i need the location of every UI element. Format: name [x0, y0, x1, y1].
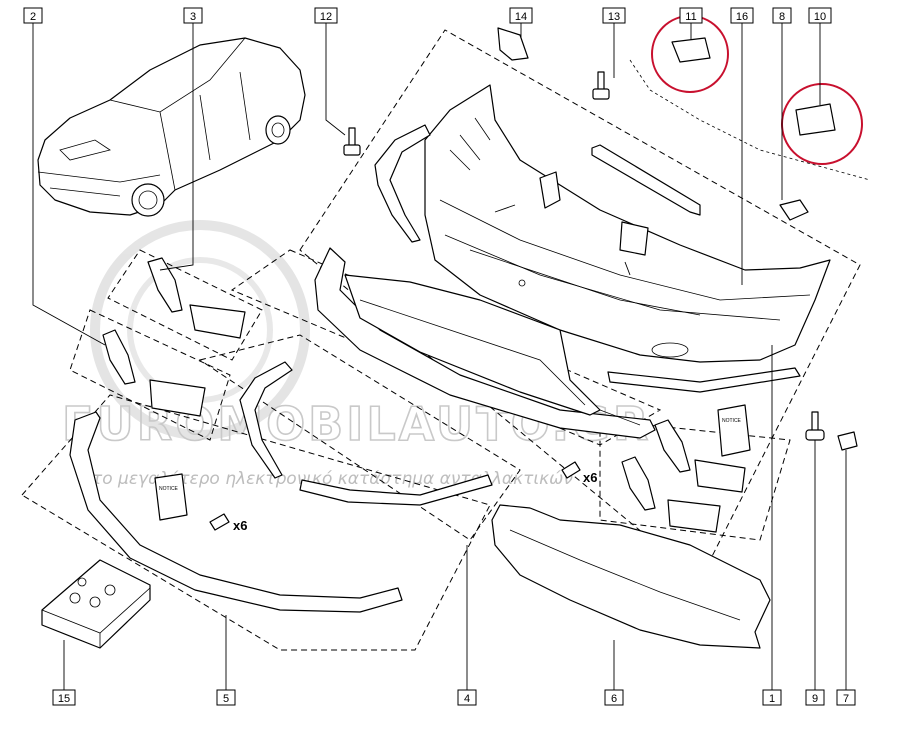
- notice-booklet-left: NOTICE: [154, 473, 188, 521]
- screw-set-x6-right: [561, 461, 581, 479]
- bolt-12: [343, 127, 361, 156]
- svg-text:1: 1: [769, 693, 775, 705]
- notice-booklet-right: NOTICE: [717, 404, 751, 457]
- grille-insert-lower: [102, 329, 136, 385]
- callout-4: 4: [457, 689, 477, 706]
- callout-2: 2: [23, 7, 43, 24]
- svg-text:4: 4: [464, 693, 470, 705]
- highlighted-clips: [629, 15, 871, 181]
- quantity-label-left: x6: [233, 518, 247, 533]
- quantity-label-right: x6: [583, 470, 597, 485]
- notice-label-left: NOTICE: [159, 486, 179, 492]
- svg-text:10: 10: [814, 11, 826, 23]
- air-deflector: [344, 274, 601, 416]
- side-air-strip: [239, 361, 293, 479]
- clip-7: [837, 431, 858, 451]
- outline-grille-right: [599, 419, 791, 541]
- bumper-lower-trim: [607, 367, 801, 393]
- fog-grilles-left: [102, 257, 246, 417]
- bumper-side-strip: [374, 124, 431, 243]
- svg-text:3: 3: [190, 11, 196, 23]
- callout-10: 10: [808, 7, 832, 24]
- svg-text:11: 11: [685, 11, 696, 23]
- outline-strip-group: [198, 334, 521, 541]
- callout-15: 15: [52, 689, 76, 706]
- part-11-clip: [651, 15, 729, 93]
- fasteners: [209, 71, 858, 531]
- callout-13: 13: [602, 7, 626, 24]
- notice-booklets: NOTICE NOTICE: [154, 404, 751, 521]
- outline-grille-upper-left: [107, 249, 263, 361]
- callout-12: 12: [314, 7, 338, 24]
- screw-9: [805, 411, 825, 441]
- grille-frame-upper: [189, 304, 246, 339]
- callout-14: 14: [509, 7, 533, 24]
- callout-6: 6: [604, 689, 624, 706]
- svg-text:14: 14: [515, 11, 527, 23]
- engine-undertray: [491, 504, 771, 649]
- svg-text:16: 16: [736, 11, 748, 23]
- part-10-clip: [781, 83, 863, 165]
- callout-16: 16: [730, 7, 754, 24]
- svg-text:6: 6: [611, 693, 617, 705]
- notice-label-right: NOTICE: [722, 418, 742, 424]
- callout-9: 9: [805, 689, 825, 706]
- callout-1: 1: [762, 689, 782, 706]
- fog-grilles-right: [621, 419, 746, 533]
- callout-5: 5: [216, 689, 236, 706]
- lower-lip-spoiler: [69, 411, 403, 613]
- part-14-clip: [497, 27, 529, 61]
- car-illustration: [37, 37, 306, 217]
- svg-text:8: 8: [779, 11, 785, 23]
- screw-set-x6-left: [209, 513, 230, 531]
- svg-text:15: 15: [58, 693, 70, 705]
- grille-frame-lower: [149, 379, 206, 417]
- grille-insert-upper: [147, 257, 183, 313]
- svg-text:9: 9: [812, 693, 818, 705]
- part-8-clip: [779, 199, 809, 221]
- leader-lines: [32, 22, 847, 690]
- svg-text:13: 13: [608, 11, 620, 23]
- callout-11: 11: [679, 7, 703, 24]
- watermark-tagline: το μεγαλύτερο ηλεκτρονικό κατάστημα αντα…: [92, 469, 573, 489]
- callout-7: 7: [836, 689, 856, 706]
- bumper-brackets: [494, 27, 649, 276]
- svg-text:12: 12: [320, 11, 332, 23]
- center-trim-strip: [299, 474, 493, 506]
- svg-text:2: 2: [30, 11, 36, 23]
- outline-grille-lower-left: [69, 309, 231, 441]
- bolt-13: [592, 71, 610, 100]
- parts-kit-box: [41, 559, 151, 649]
- callout-3: 3: [183, 7, 203, 24]
- upper-grille-bar: [591, 144, 701, 216]
- svg-text:5: 5: [223, 693, 229, 705]
- outline-bumper-group: [299, 29, 861, 581]
- callout-8: 8: [772, 7, 792, 24]
- svg-text:7: 7: [843, 693, 849, 705]
